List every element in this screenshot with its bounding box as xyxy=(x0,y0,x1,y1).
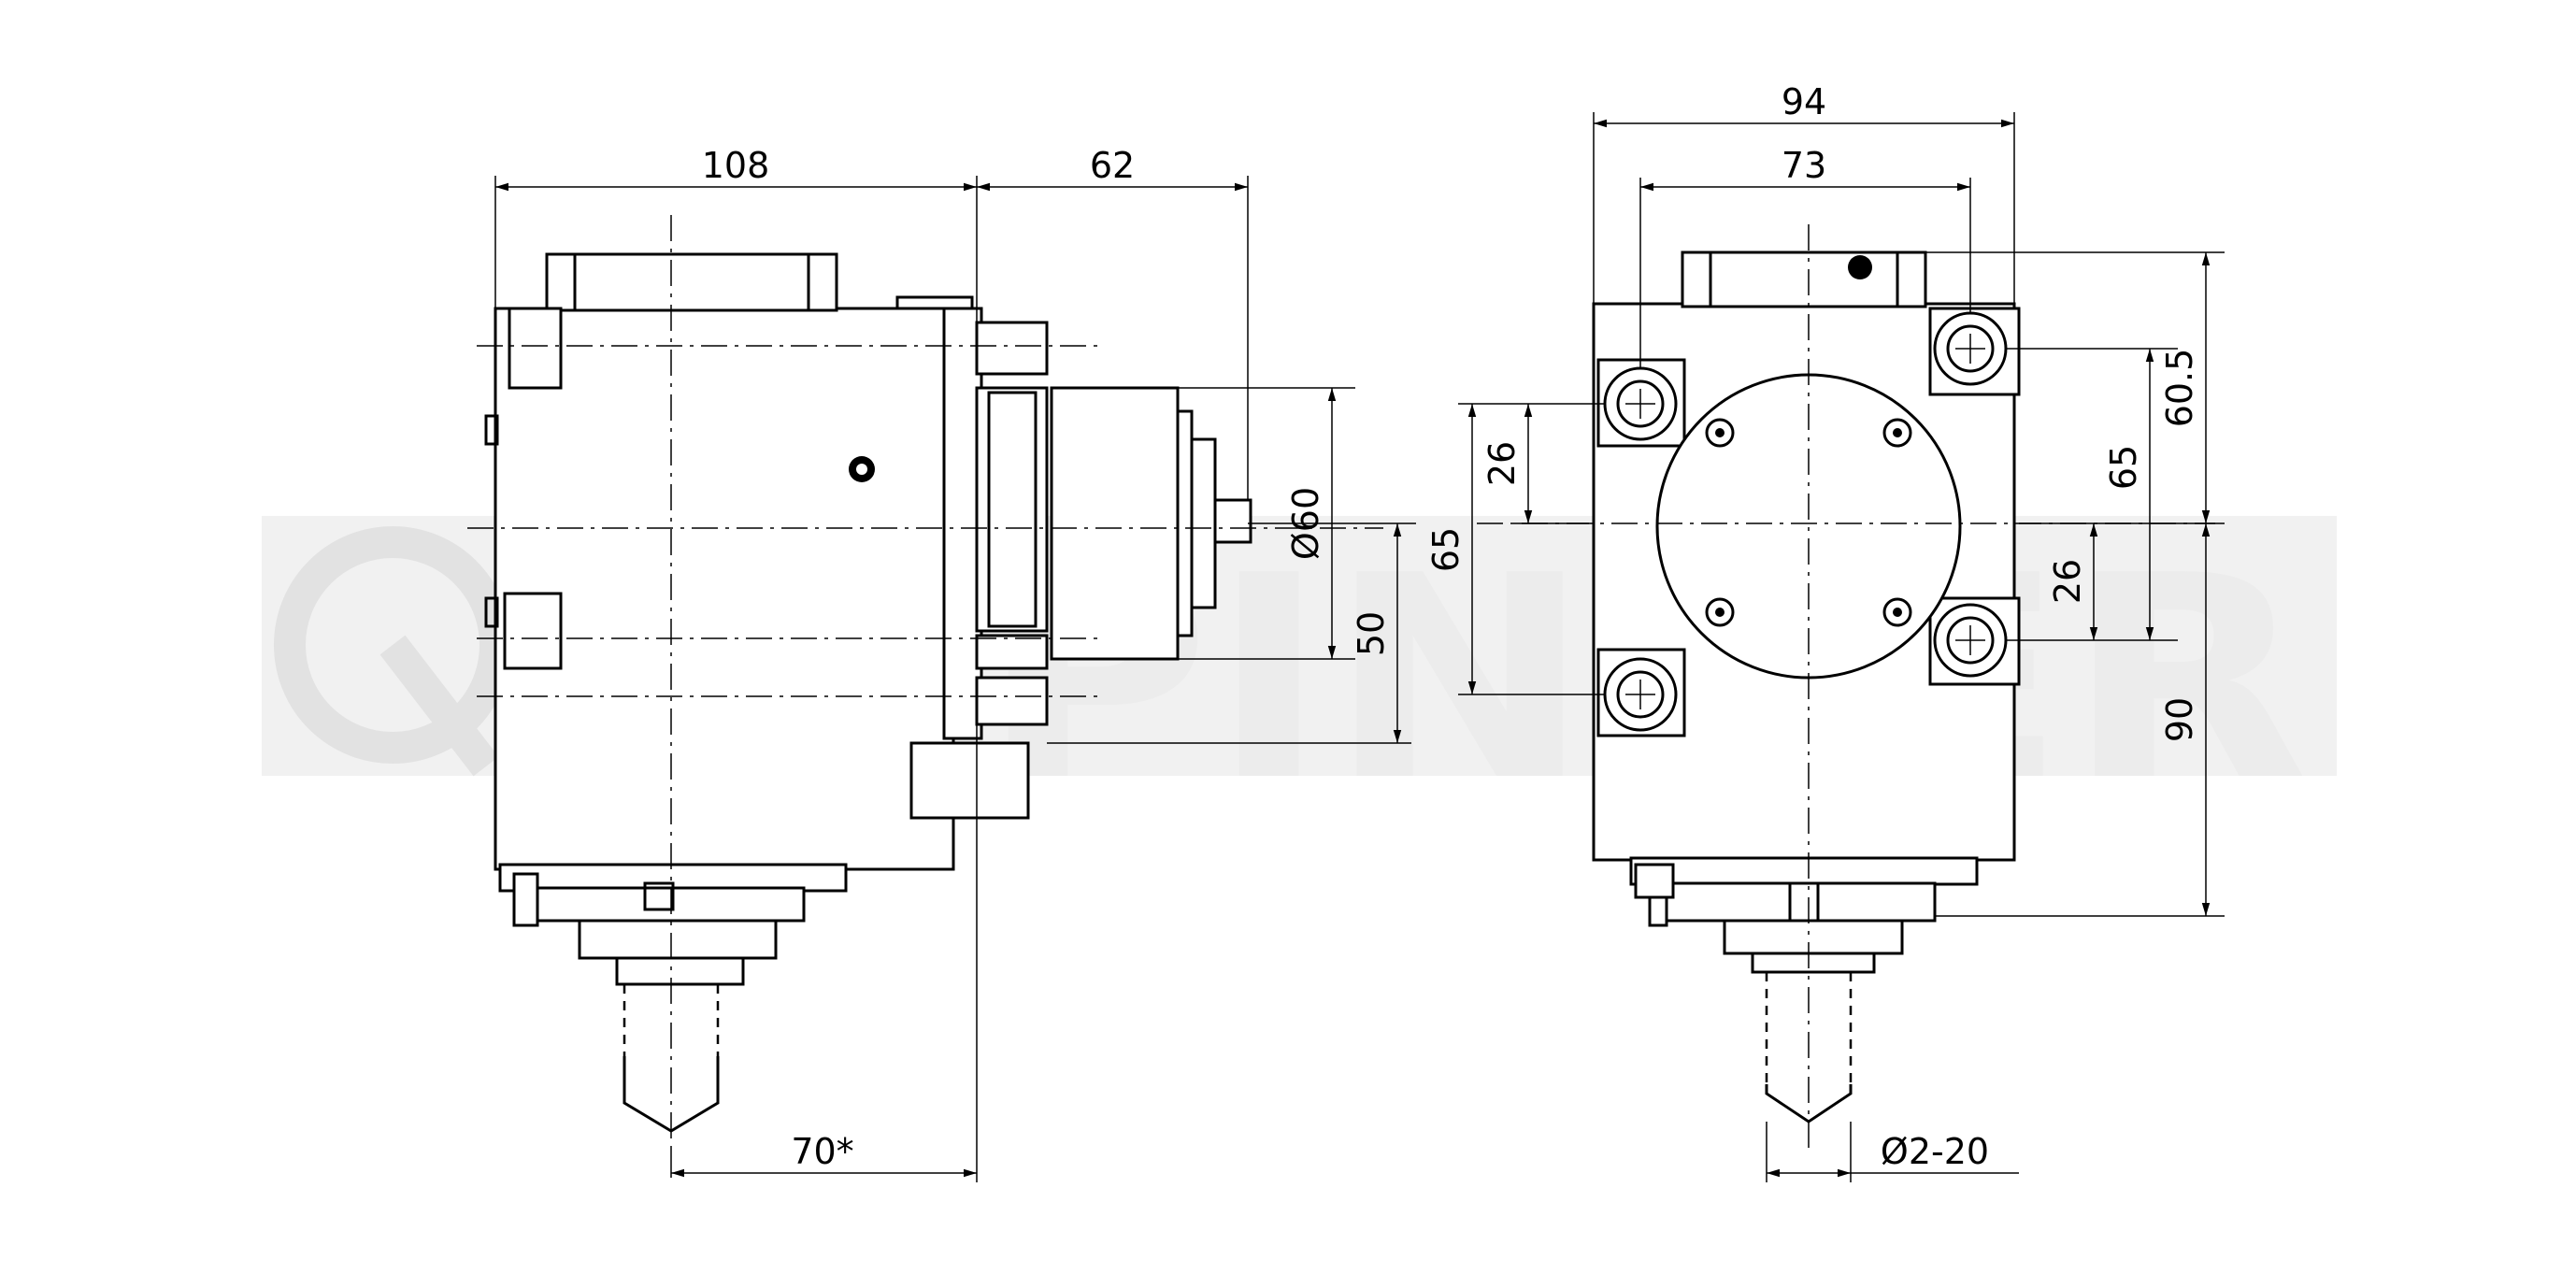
side-view xyxy=(467,215,1383,1150)
bolt-icon xyxy=(1603,366,1678,441)
front-view xyxy=(1477,224,2215,1150)
dimension-lines: 108 62 Ø60 50 70* 94 73 65 26 60.5 65 26… xyxy=(494,81,2225,1182)
dim-side-width: 108 xyxy=(702,145,770,186)
dim-side-output-height: 50 xyxy=(1351,611,1392,656)
dim-front-left-bolt-span: 65 xyxy=(1425,527,1467,572)
bolt-icon xyxy=(1603,657,1678,732)
dim-front-total-height: 90 xyxy=(2159,697,2200,742)
dim-side-output-length: 62 xyxy=(1090,145,1135,186)
dim-front-bolt-span: 73 xyxy=(1782,145,1826,186)
dim-front-collet-range: Ø2-20 xyxy=(1881,1131,1989,1172)
screw-icon xyxy=(1882,418,1912,448)
bolt-icon xyxy=(1933,603,2008,678)
dim-front-right-bolt-span: 65 xyxy=(2103,445,2144,490)
screw-icon xyxy=(1882,597,1912,627)
dim-front-right-offset: 26 xyxy=(2047,559,2088,604)
dim-front-top-height: 60.5 xyxy=(2159,349,2200,428)
dim-side-tool-length: 70* xyxy=(791,1131,853,1172)
dim-side-output-diameter: Ø60 xyxy=(1285,487,1326,560)
screw-icon xyxy=(1705,597,1735,627)
dim-front-left-offset: 26 xyxy=(1481,441,1523,486)
dim-front-width: 94 xyxy=(1782,81,1826,122)
screw-icon xyxy=(1705,418,1735,448)
bolt-icon xyxy=(1933,311,2008,386)
